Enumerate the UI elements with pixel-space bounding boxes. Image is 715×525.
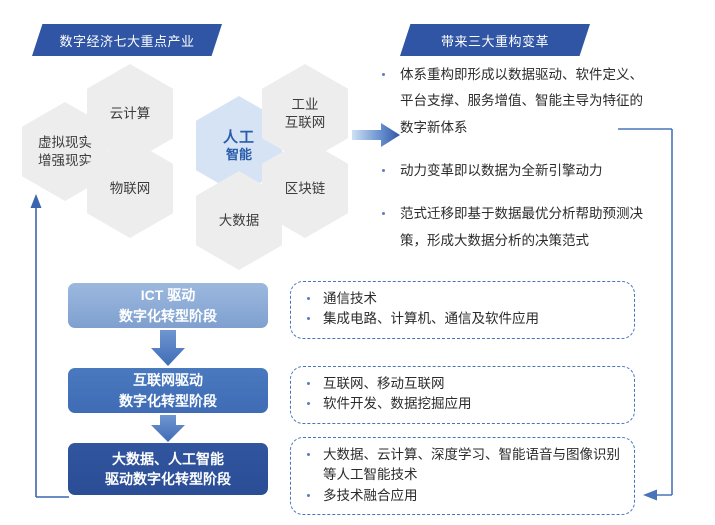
hex-label-line1: 工业 <box>291 97 319 113</box>
banner-digital-economy-industries: 数字经济七大重点产业 <box>32 24 222 56</box>
hex-label-line2: 增强现实 <box>38 152 92 168</box>
hex-blockchain[interactable]: 区块链 <box>262 139 348 238</box>
stage-details-ict: 通信技术 集成电路、计算机、通信及软件应用 <box>290 281 635 339</box>
hex-label-line1: 物联网 <box>109 180 151 196</box>
hex-label-line1: 大数据 <box>218 212 260 228</box>
arrow-right-icon <box>352 123 400 147</box>
banner-three-reforms: 带来三大重构变革 <box>400 24 590 56</box>
stage-title-line2: 驱动数字化转型阶段 <box>105 471 231 487</box>
stage-title-line1: ICT 驱动 <box>140 287 196 304</box>
reform-list: 体系重构即形成以数据驱动、软件定义、平台支撑、服务增值、智能主导为特征的数字新体… <box>378 62 650 271</box>
arrow-left-icon <box>618 128 673 501</box>
arrow-up-icon <box>30 194 69 498</box>
stage-details-bigdata-ai: 大数据、云计算、深度学习、智能语音与图像识别等人工智能技术 多技术融合应用 <box>290 437 635 515</box>
stage-box-internet[interactable]: 互联网驱动 数字化转型阶段 <box>68 368 268 413</box>
hex-label-line1: 虚拟现实 <box>38 135 92 151</box>
hex-label-line1: 云计算 <box>109 105 151 121</box>
stage-detail-item: 多技术融合应用 <box>301 486 624 506</box>
reform-item: 动力变革即以数据为全新引擎动力 <box>378 158 650 184</box>
stage-box-ict[interactable]: ICT 驱动 数字化转型阶段 <box>68 283 268 328</box>
stage-title-line1: 互联网驱动 <box>133 372 203 389</box>
arrow-down-icon <box>151 330 185 366</box>
stage-detail-item: 集成电路、计算机、通信及软件应用 <box>301 309 624 329</box>
reform-item: 范式迁移即基于数据最优分析帮助预测决策，形成大数据分析的决策范式 <box>378 201 650 254</box>
stage-box-bigdata-ai[interactable]: 大数据、人工智能 驱动数字化转型阶段 <box>68 443 268 495</box>
stage-detail-item: 软件开发、数据挖掘应用 <box>301 394 624 414</box>
stage-title-line2: 数字化转型阶段 <box>119 307 217 324</box>
stage-detail-item: 通信技术 <box>301 289 624 309</box>
arrow-down-icon <box>151 415 185 442</box>
hex-label-line1: 区块链 <box>284 180 326 196</box>
stage-title-line2: 数字化转型阶段 <box>119 392 217 409</box>
stage-detail-item: 互联网、移动互联网 <box>301 374 624 394</box>
hex-label-line1: 人工 <box>222 128 255 146</box>
stage-detail-item: 大数据、云计算、深度学习、智能语音与图像识别等人工智能技术 <box>301 445 624 486</box>
hex-label-line2: 智能 <box>225 146 252 162</box>
stage-details-internet: 互联网、移动互联网 软件开发、数据挖掘应用 <box>290 366 635 424</box>
hex-label-line2: 互联网 <box>284 114 326 130</box>
reform-item: 体系重构即形成以数据驱动、软件定义、平台支撑、服务增值、智能主导为特征的数字新体… <box>378 62 650 141</box>
stage-title-line1: 大数据、人工智能 <box>112 450 224 467</box>
